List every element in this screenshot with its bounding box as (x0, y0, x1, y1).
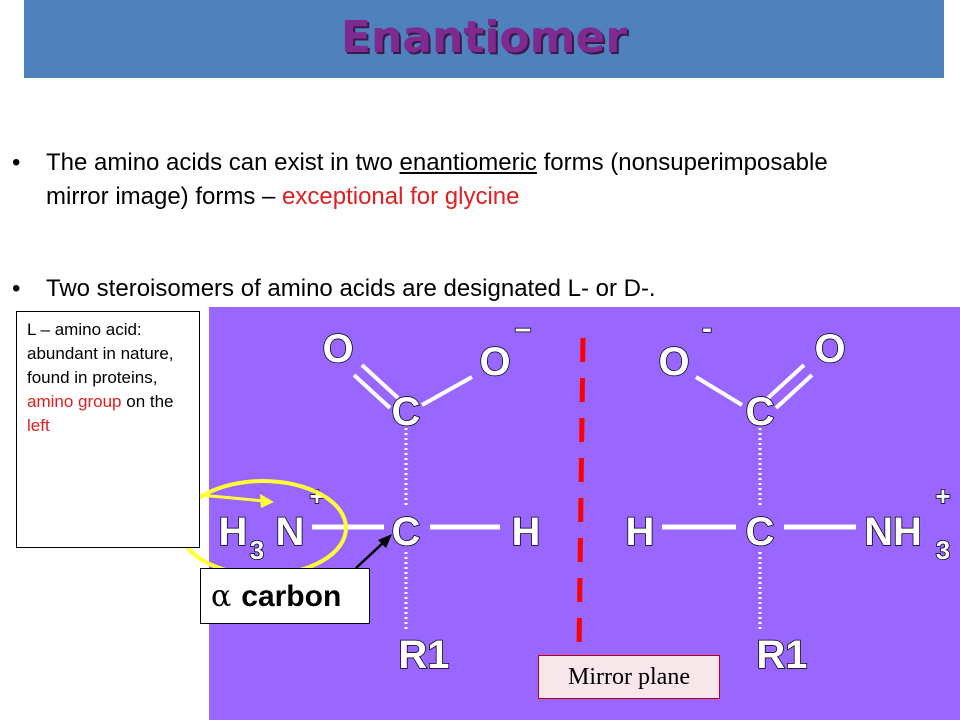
right-atom-nh: NH (864, 510, 922, 554)
right-charge-minus: - (702, 312, 712, 345)
callout-arrow-line (199, 493, 265, 503)
title-bar: Enantiomer (24, 0, 944, 78)
left-atom-o2: O (479, 340, 510, 384)
bullet-1-text: The amino acids can exist in two enantio… (46, 146, 896, 214)
callout-red-2: left (27, 416, 50, 435)
right-atom-c-top: C (746, 390, 775, 434)
left-double-bond-2 (352, 373, 392, 410)
right-double-bond-1 (766, 363, 806, 400)
callout-red-1: amino group (27, 392, 122, 411)
callout-text-2: on the (121, 392, 174, 411)
mirror-plane-label: Mirror plane (538, 655, 720, 699)
left-atom-r1: R1 (398, 633, 449, 677)
left-double-bond-1 (360, 363, 400, 400)
callout-text-1: L – amino acid: abundant in nature, foun… (27, 320, 174, 387)
bullet-1-part-a: The amino acids can exist in two (46, 149, 400, 176)
mirror-plane-line (576, 337, 586, 653)
right-single-bond-o (694, 375, 744, 407)
left-single-bond-o (421, 375, 473, 407)
molecule-diagram (209, 307, 960, 720)
right-atom-o1: O (658, 340, 689, 384)
right-atom-h: H (626, 510, 655, 554)
left-subscript-3: 3 (250, 535, 264, 565)
bullet-dot-icon: • (12, 275, 21, 302)
left-atom-o1: O (322, 327, 353, 371)
bullet-1-underlined: enantiomeric (399, 149, 537, 176)
right-charge-plus: + (935, 481, 950, 511)
bullet-2-text: Two steroisomers of amino acids are desi… (46, 275, 656, 302)
alpha-carbon-text: carbon (241, 580, 342, 613)
right-atom-c-center: C (746, 510, 775, 554)
left-atom-n: N (276, 510, 305, 554)
left-charge-minus: – (515, 312, 532, 345)
alpha-symbol: α (211, 579, 232, 614)
callout-arrow-head (260, 494, 274, 508)
right-atom-o2: O (814, 327, 845, 371)
left-atom-h3: H (219, 510, 248, 554)
left-atom-h: H (512, 510, 541, 554)
left-atom-c-center: C (392, 510, 421, 554)
right-atom-r1: R1 (756, 633, 807, 677)
bullet-1-part-b: forms (nonsuperimposable mirror image) f… (46, 149, 828, 210)
alpha-arrow-head (378, 534, 392, 548)
right-double-bond-2 (774, 373, 814, 410)
bullet-dot-icon: • (12, 149, 21, 176)
right-subscript-3: 3 (936, 535, 950, 565)
l-amino-acid-callout: L – amino acid: abundant in nature, foun… (16, 311, 200, 548)
bullet-1-red: exceptional for glycine (282, 183, 520, 210)
alpha-arrow-line (355, 541, 385, 569)
slide-title: Enantiomer (340, 12, 628, 63)
left-atom-c-top: C (392, 390, 421, 434)
